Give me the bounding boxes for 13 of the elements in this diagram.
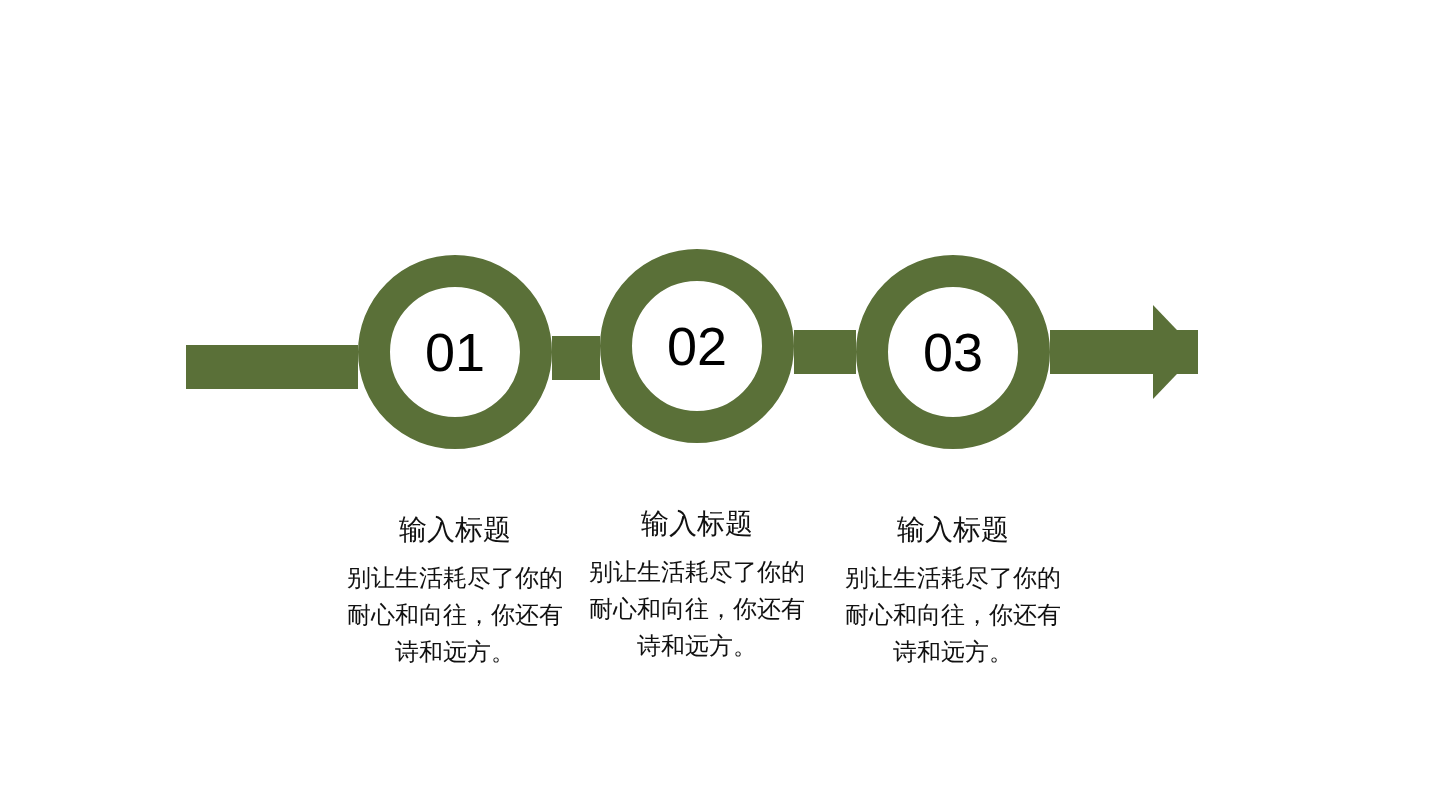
step-description: 别让生活耗尽了你的耐心和向往，你还有诗和远方。 — [346, 563, 564, 668]
step-description: 别让生活耗尽了你的耐心和向往，你还有诗和远方。 — [844, 563, 1062, 668]
step-number: 01 — [423, 321, 487, 383]
connector-bar — [186, 345, 358, 389]
step-title: 输入标题 — [640, 506, 754, 542]
step-title: 输入标题 — [896, 512, 1010, 548]
step-description: 别让生活耗尽了你的耐心和向往，你还有诗和远方。 — [588, 557, 806, 662]
step-number: 02 — [665, 315, 729, 377]
step-title: 输入标题 — [398, 512, 512, 548]
connector-bar — [552, 336, 600, 380]
connector-bar — [794, 330, 856, 374]
step-number: 03 — [921, 321, 985, 383]
arrow — [1050, 305, 1198, 399]
